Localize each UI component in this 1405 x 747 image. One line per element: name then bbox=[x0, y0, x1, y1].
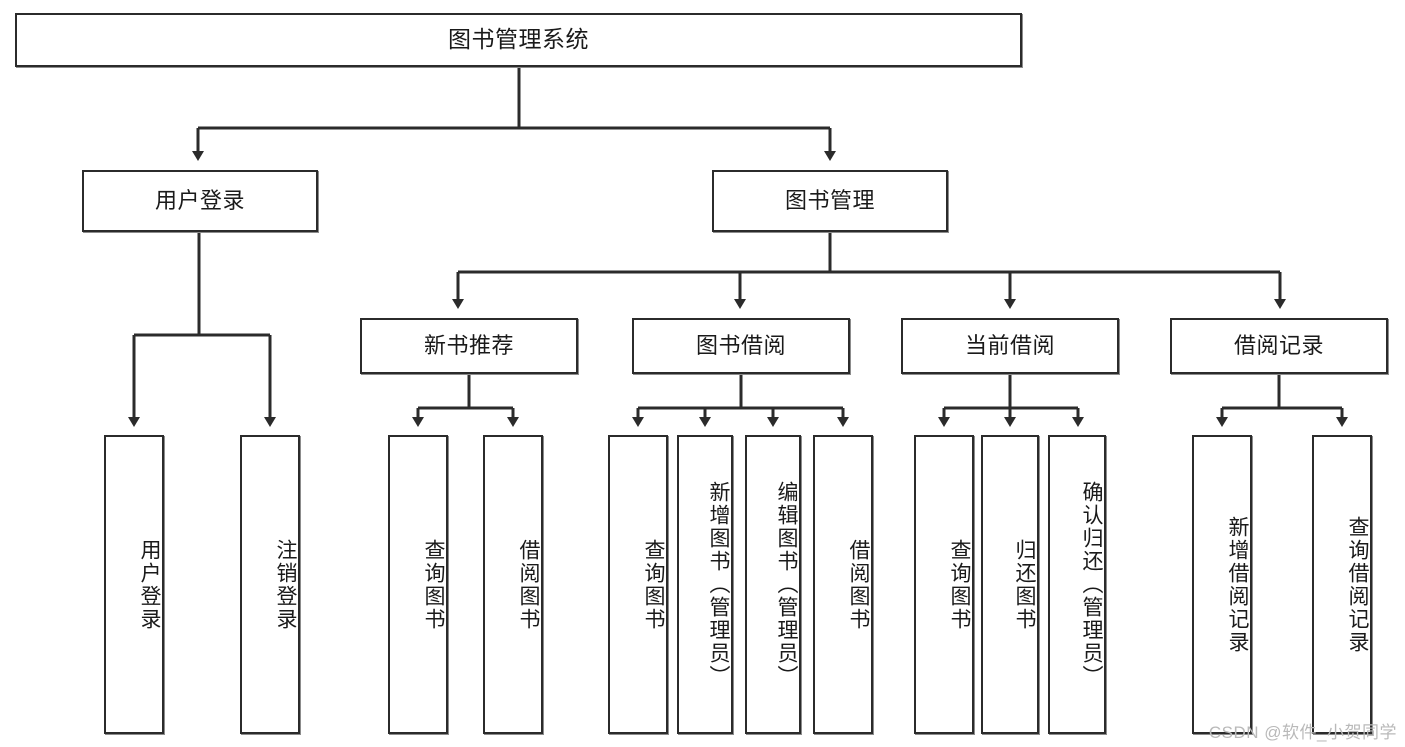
node-label: 新增借阅记录 bbox=[1226, 515, 1249, 654]
leaf-add-book-admin[interactable]: 新增图书（管理员） bbox=[677, 435, 733, 734]
leaf-query-borrow-record[interactable]: 查询借阅记录 bbox=[1312, 435, 1372, 734]
leaf-query-book-borrow[interactable]: 查询图书 bbox=[608, 435, 668, 734]
node-label: 新增图书（管理员） bbox=[707, 481, 730, 688]
node-label: 用户登录 bbox=[154, 187, 245, 213]
leaf-confirm-return-admin[interactable]: 确认归还（管理员） bbox=[1048, 435, 1106, 734]
watermark: CSDN @软件_小贺同学 bbox=[1208, 723, 1397, 742]
node-root-system[interactable]: 图书管理系统 bbox=[15, 13, 1022, 67]
leaf-user-login[interactable]: 用户登录 bbox=[104, 435, 164, 734]
node-label: 图书管理 bbox=[784, 187, 875, 213]
node-label: 用户登录 bbox=[138, 538, 161, 631]
node-current-borrow[interactable]: 当前借阅 bbox=[901, 318, 1119, 374]
node-label: 当前借阅 bbox=[964, 332, 1055, 358]
node-label: 查询图书 bbox=[422, 538, 445, 631]
leaf-query-book-current[interactable]: 查询图书 bbox=[914, 435, 974, 734]
node-label: 查询图书 bbox=[642, 538, 665, 631]
node-label: 注销登录 bbox=[274, 538, 297, 631]
node-label: 确认归还（管理员） bbox=[1080, 481, 1103, 688]
leaf-borrow-book[interactable]: 借阅图书 bbox=[813, 435, 873, 734]
leaf-edit-book-admin[interactable]: 编辑图书（管理员） bbox=[745, 435, 801, 734]
node-book-management[interactable]: 图书管理 bbox=[712, 170, 948, 232]
node-label: 图书借阅 bbox=[695, 332, 786, 358]
node-new-book-recommend[interactable]: 新书推荐 bbox=[360, 318, 578, 374]
node-book-borrow[interactable]: 图书借阅 bbox=[632, 318, 850, 374]
node-label: 查询图书 bbox=[948, 538, 971, 631]
leaf-add-borrow-record[interactable]: 新增借阅记录 bbox=[1192, 435, 1252, 734]
node-label: 查询借阅记录 bbox=[1346, 515, 1369, 654]
node-label: 归还图书 bbox=[1013, 538, 1036, 631]
leaf-return-book[interactable]: 归还图书 bbox=[981, 435, 1039, 734]
node-user-login[interactable]: 用户登录 bbox=[82, 170, 318, 232]
node-borrow-record[interactable]: 借阅记录 bbox=[1170, 318, 1388, 374]
leaf-borrow-book-recommend[interactable]: 借阅图书 bbox=[483, 435, 543, 734]
node-label: 新书推荐 bbox=[423, 332, 514, 358]
node-label: 借阅图书 bbox=[847, 538, 870, 631]
node-label: 借阅记录 bbox=[1233, 332, 1324, 358]
node-label: 图书管理系统 bbox=[448, 26, 589, 53]
leaf-query-book-recommend[interactable]: 查询图书 bbox=[388, 435, 448, 734]
leaf-logout[interactable]: 注销登录 bbox=[240, 435, 300, 734]
node-label: 编辑图书（管理员） bbox=[775, 481, 798, 688]
node-label: 借阅图书 bbox=[517, 538, 540, 631]
